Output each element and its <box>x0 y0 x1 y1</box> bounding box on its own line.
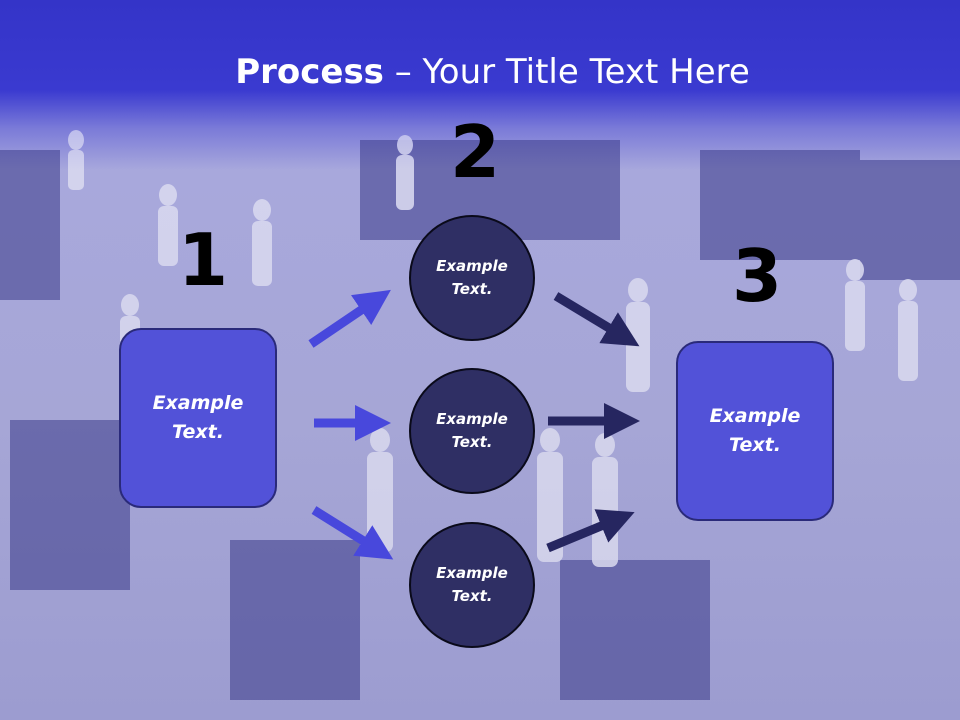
title-bold: Process <box>235 52 384 92</box>
step-1-text: Example Text. <box>152 392 244 443</box>
step-2-circle-2-text: Example Text. <box>436 410 508 451</box>
arrow-2-to-3-bottom <box>546 509 635 553</box>
step-1-box: Example Text. <box>119 328 277 508</box>
step-2-number: 2 <box>450 110 501 194</box>
arrow-2-to-3-top <box>553 292 640 347</box>
step-2-circle-2: Example Text. <box>409 368 535 494</box>
step-3-number: 3 <box>732 234 783 318</box>
step-2-circle-1: Example Text. <box>409 215 535 341</box>
arrow-1-to-2-bottom <box>311 506 394 560</box>
step-2-circle-3-text: Example Text. <box>436 564 508 605</box>
slide-title: Process – Your Title Text Here <box>0 52 960 92</box>
title-rest: – Your Title Text Here <box>383 52 750 92</box>
arrow-1-to-2-top <box>308 289 391 348</box>
step-3-text: Example Text. <box>709 405 801 456</box>
step-2-circle-1-text: Example Text. <box>436 257 508 298</box>
step-2-circle-3: Example Text. <box>409 522 535 648</box>
step-3-box: Example Text. <box>676 341 834 521</box>
step-1-number: 1 <box>178 218 229 302</box>
